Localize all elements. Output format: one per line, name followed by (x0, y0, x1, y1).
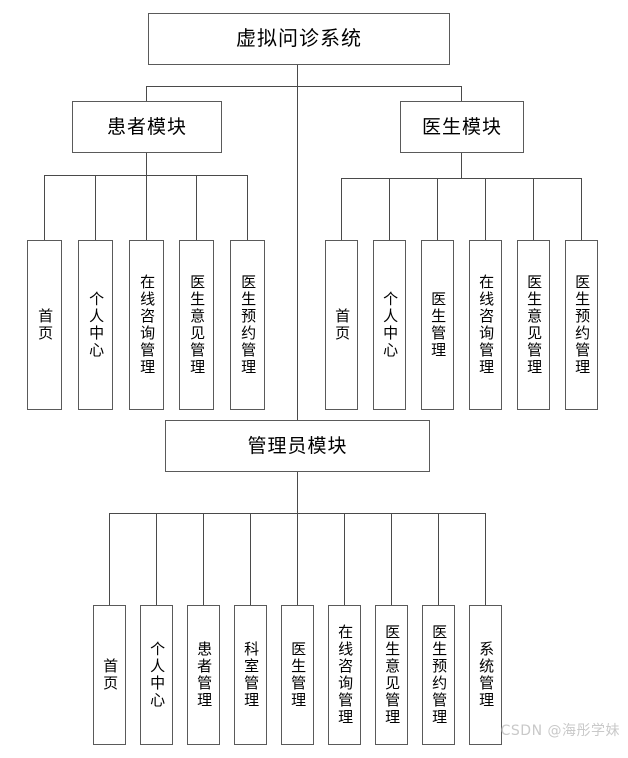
connector-root-stem (297, 65, 298, 87)
leaf-doctor-doctor-mgmt[interactable]: 医生管理 (421, 240, 454, 410)
connector-doctor-leaf-1 (389, 178, 390, 240)
node-label: 个人中心 (148, 641, 167, 709)
node-module-patient[interactable]: 患者模块 (72, 101, 222, 153)
connector-patient-leaf-3 (196, 175, 197, 240)
connector-doctor-leaf-4 (533, 178, 534, 240)
node-label: 在线咨询管理 (138, 274, 157, 376)
node-label: 虚拟问诊系统 (236, 26, 362, 51)
node-label: 医生预约管理 (573, 274, 592, 376)
connector-admin-leaf-8 (485, 513, 486, 605)
connector-doctor-leaf-5 (581, 178, 582, 240)
watermark-text: CSDN @海彤学妹 (500, 723, 620, 739)
leaf-patient-doctor-appointment-mgmt[interactable]: 医生预约管理 (230, 240, 265, 410)
connector-patient-leaf-0 (44, 175, 45, 240)
node-label: 科室管理 (242, 641, 261, 709)
leaf-admin-system-mgmt[interactable]: 系统管理 (469, 605, 502, 745)
leaf-admin-doctor-appointment-mgmt[interactable]: 医生预约管理 (422, 605, 455, 745)
leaf-doctor-personal-center[interactable]: 个人中心 (373, 240, 406, 410)
connector-level2-bus (146, 86, 462, 87)
leaf-admin-doctor-opinion-mgmt[interactable]: 医生意见管理 (375, 605, 408, 745)
leaf-doctor-doctor-appointment-mgmt[interactable]: 医生预约管理 (565, 240, 598, 410)
leaf-doctor-doctor-opinion-mgmt[interactable]: 医生意见管理 (517, 240, 550, 410)
leaf-admin-patient-mgmt[interactable]: 患者管理 (187, 605, 220, 745)
node-label: 个人中心 (87, 291, 106, 359)
connector-admin-leaf-0 (109, 513, 110, 605)
connector-doctor-leaf-3 (485, 178, 486, 240)
connector-admin-leaf-3 (250, 513, 251, 605)
connector-patient-stem (146, 153, 147, 175)
leaf-admin-personal-center[interactable]: 个人中心 (140, 605, 173, 745)
node-label: 医生意见管理 (383, 624, 402, 726)
node-label: 系统管理 (477, 641, 496, 709)
leaf-admin-department-mgmt[interactable]: 科室管理 (234, 605, 267, 745)
node-label: 医生模块 (421, 115, 502, 138)
connector-admin-stem (297, 472, 298, 513)
leaf-admin-home[interactable]: 首页 (93, 605, 126, 745)
node-label: 医生管理 (289, 641, 308, 709)
node-label: 在线咨询管理 (477, 274, 496, 376)
node-label: 医生管理 (429, 291, 448, 359)
leaf-doctor-online-consult-mgmt[interactable]: 在线咨询管理 (469, 240, 502, 410)
node-label: 医生意见管理 (188, 274, 207, 376)
connector-admin-leaf-7 (438, 513, 439, 605)
leaf-patient-personal-center[interactable]: 个人中心 (78, 240, 113, 410)
connector-drop-patient (146, 86, 147, 101)
node-module-doctor[interactable]: 医生模块 (400, 101, 524, 153)
connector-doctor-stem (461, 153, 462, 178)
leaf-patient-doctor-opinion-mgmt[interactable]: 医生意见管理 (179, 240, 214, 410)
node-label: 医生预约管理 (239, 274, 258, 376)
connector-patient-leaf-4 (247, 175, 248, 240)
node-label: 首页 (333, 308, 352, 342)
leaf-patient-online-consult-mgmt[interactable]: 在线咨询管理 (129, 240, 164, 410)
connector-drop-doctor (461, 86, 462, 101)
connector-doctor-leaf-2 (437, 178, 438, 240)
connector-admin-leaf-1 (156, 513, 157, 605)
connector-admin-leaf-6 (391, 513, 392, 605)
connector-admin-leaf-2 (203, 513, 204, 605)
node-root-system[interactable]: 虚拟问诊系统 (148, 13, 450, 65)
connector-patient-bus (44, 175, 247, 176)
node-label: 首页 (36, 308, 55, 342)
node-label: 医生预约管理 (430, 624, 449, 726)
node-label: 个人中心 (381, 291, 400, 359)
node-label: 医生意见管理 (525, 274, 544, 376)
leaf-admin-doctor-mgmt[interactable]: 医生管理 (281, 605, 314, 745)
node-label: 管理员模块 (247, 434, 348, 457)
leaf-admin-online-consult-mgmt[interactable]: 在线咨询管理 (328, 605, 361, 745)
connector-doctor-bus (341, 178, 581, 179)
node-label: 患者管理 (195, 641, 214, 709)
node-label: 首页 (101, 658, 120, 692)
node-module-admin[interactable]: 管理员模块 (165, 420, 430, 472)
leaf-doctor-home[interactable]: 首页 (325, 240, 358, 410)
connector-patient-leaf-1 (95, 175, 96, 240)
connector-admin-leaf-4 (297, 513, 298, 605)
connector-admin-leaf-5 (344, 513, 345, 605)
connector-patient-leaf-2 (146, 175, 147, 240)
connector-doctor-leaf-0 (341, 178, 342, 240)
connector-trunk-to-admin (297, 86, 298, 420)
node-label: 患者模块 (106, 115, 187, 138)
leaf-patient-home[interactable]: 首页 (27, 240, 62, 410)
node-label: 在线咨询管理 (336, 624, 355, 726)
